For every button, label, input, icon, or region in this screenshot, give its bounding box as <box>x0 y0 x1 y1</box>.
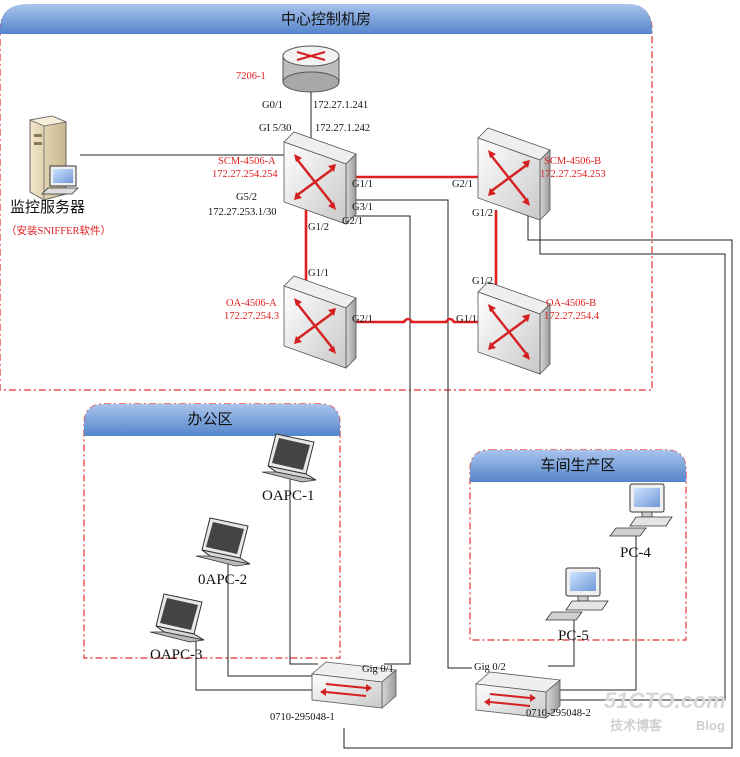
link-pc5-sw2 <box>548 614 575 667</box>
zone-title-workshop: 车间生产区 <box>540 457 615 474</box>
port-sw2: Gig 0/2 <box>474 662 506 673</box>
access-links <box>80 86 733 749</box>
zone-workshop: 车间生产区 <box>469 449 687 641</box>
port-scm-b-g12: G1/2 <box>472 208 493 219</box>
port-router-g01: G0/1 <box>262 100 283 111</box>
port-scm-a-g52-ip: 172.27.253.1/30 <box>208 207 277 218</box>
router-name: 7206-1 <box>236 71 266 82</box>
link-scm-a-sw1 <box>352 215 411 665</box>
watermark-sub: 技术博客 <box>610 718 663 733</box>
link-scm-b-sw2 <box>539 206 726 701</box>
link-oapc2-sw1 <box>227 562 314 677</box>
oa-b-name: OA-4506-B <box>546 298 596 309</box>
desktop-pc-4[interactable] <box>609 483 673 537</box>
host-oapc-1: OAPC-1 <box>262 488 315 504</box>
host-pc-5: PC-5 <box>558 628 589 644</box>
port-scm-a-gi530: GI 5/30 <box>259 123 291 134</box>
laptop-oapc-1[interactable] <box>261 433 317 483</box>
port-router-ip: 172.27.1.241 <box>313 100 368 111</box>
port-oa-a-g11: G1/1 <box>308 268 329 279</box>
zone-center-control-room: 中心控制机房 <box>0 4 653 391</box>
port-scm-a-g21: G2/1 <box>342 216 363 227</box>
port-oa-a-g21: G2/1 <box>352 314 373 325</box>
port-sw1: Gig 0/1 <box>362 664 394 675</box>
router-7206[interactable] <box>282 45 340 93</box>
scm-a-ip: 172.27.254.254 <box>212 169 278 180</box>
switch-oa-4506-a[interactable] <box>282 274 358 370</box>
link-scm-b-sw1 <box>343 210 733 749</box>
watermark-blog: Blog <box>696 718 725 733</box>
watermark-site: 51CTO.com <box>604 688 726 713</box>
laptop-oapc-2[interactable] <box>195 517 251 567</box>
oa-a-ip: 172.27.254.3 <box>224 311 279 322</box>
trunk-links <box>304 175 498 324</box>
scm-b-name: SCM-4506-B <box>544 156 601 167</box>
zone-title-center: 中心控制机房 <box>281 11 371 28</box>
link-oa-a-oa-b <box>352 317 478 324</box>
port-oa-b-g11: G1/1 <box>456 314 477 325</box>
oa-a-name: OA-4506-A <box>226 298 277 309</box>
watermark: 51CTO.com 技术博客 Blog <box>604 688 726 733</box>
laptop-oapc-3[interactable] <box>149 593 205 643</box>
switch-oa-4506-b[interactable] <box>476 280 552 376</box>
monitor-note: （安装SNIFFER软件） <box>6 224 111 237</box>
port-oa-b-g12: G1/2 <box>472 276 493 287</box>
monitor-name: 监控服务器 <box>10 199 85 216</box>
desktop-pc-5[interactable] <box>545 567 609 621</box>
access-sw2-name: 0710-295048-2 <box>526 708 591 719</box>
port-scm-a-ip-up: 172.27.1.242 <box>315 123 370 134</box>
scm-b-ip: 172.27.254.253 <box>540 169 606 180</box>
oa-b-ip: 172.27.254.4 <box>544 311 600 322</box>
host-pc-4: PC-4 <box>620 545 651 561</box>
port-scm-b-g21: G2/1 <box>452 179 473 190</box>
port-scm-a-g52: G5/2 <box>236 192 257 203</box>
link-pc4-sw2 <box>548 530 637 691</box>
link-oapc3-sw1 <box>195 640 314 691</box>
scm-a-name: SCM-4506-A <box>218 156 276 167</box>
zone-office: 办公区 <box>83 403 341 659</box>
host-oapc-3: OAPC-3 <box>150 647 203 663</box>
access-sw1-name: 0710-295048-1 <box>270 712 335 723</box>
link-scm-a-sw2 <box>352 199 472 669</box>
link-oapc1-sw1 <box>289 470 318 665</box>
port-scm-a-g11: G1/1 <box>352 179 373 190</box>
host-oapc-2: 0APC-2 <box>198 572 247 588</box>
switch-scm-4506-a[interactable] <box>282 130 358 226</box>
port-scm-a-g31: G3/1 <box>352 202 373 213</box>
monitor-server[interactable] <box>28 115 79 201</box>
port-scm-a-g12: G1/2 <box>308 222 329 233</box>
zone-title-office: 办公区 <box>187 411 232 428</box>
